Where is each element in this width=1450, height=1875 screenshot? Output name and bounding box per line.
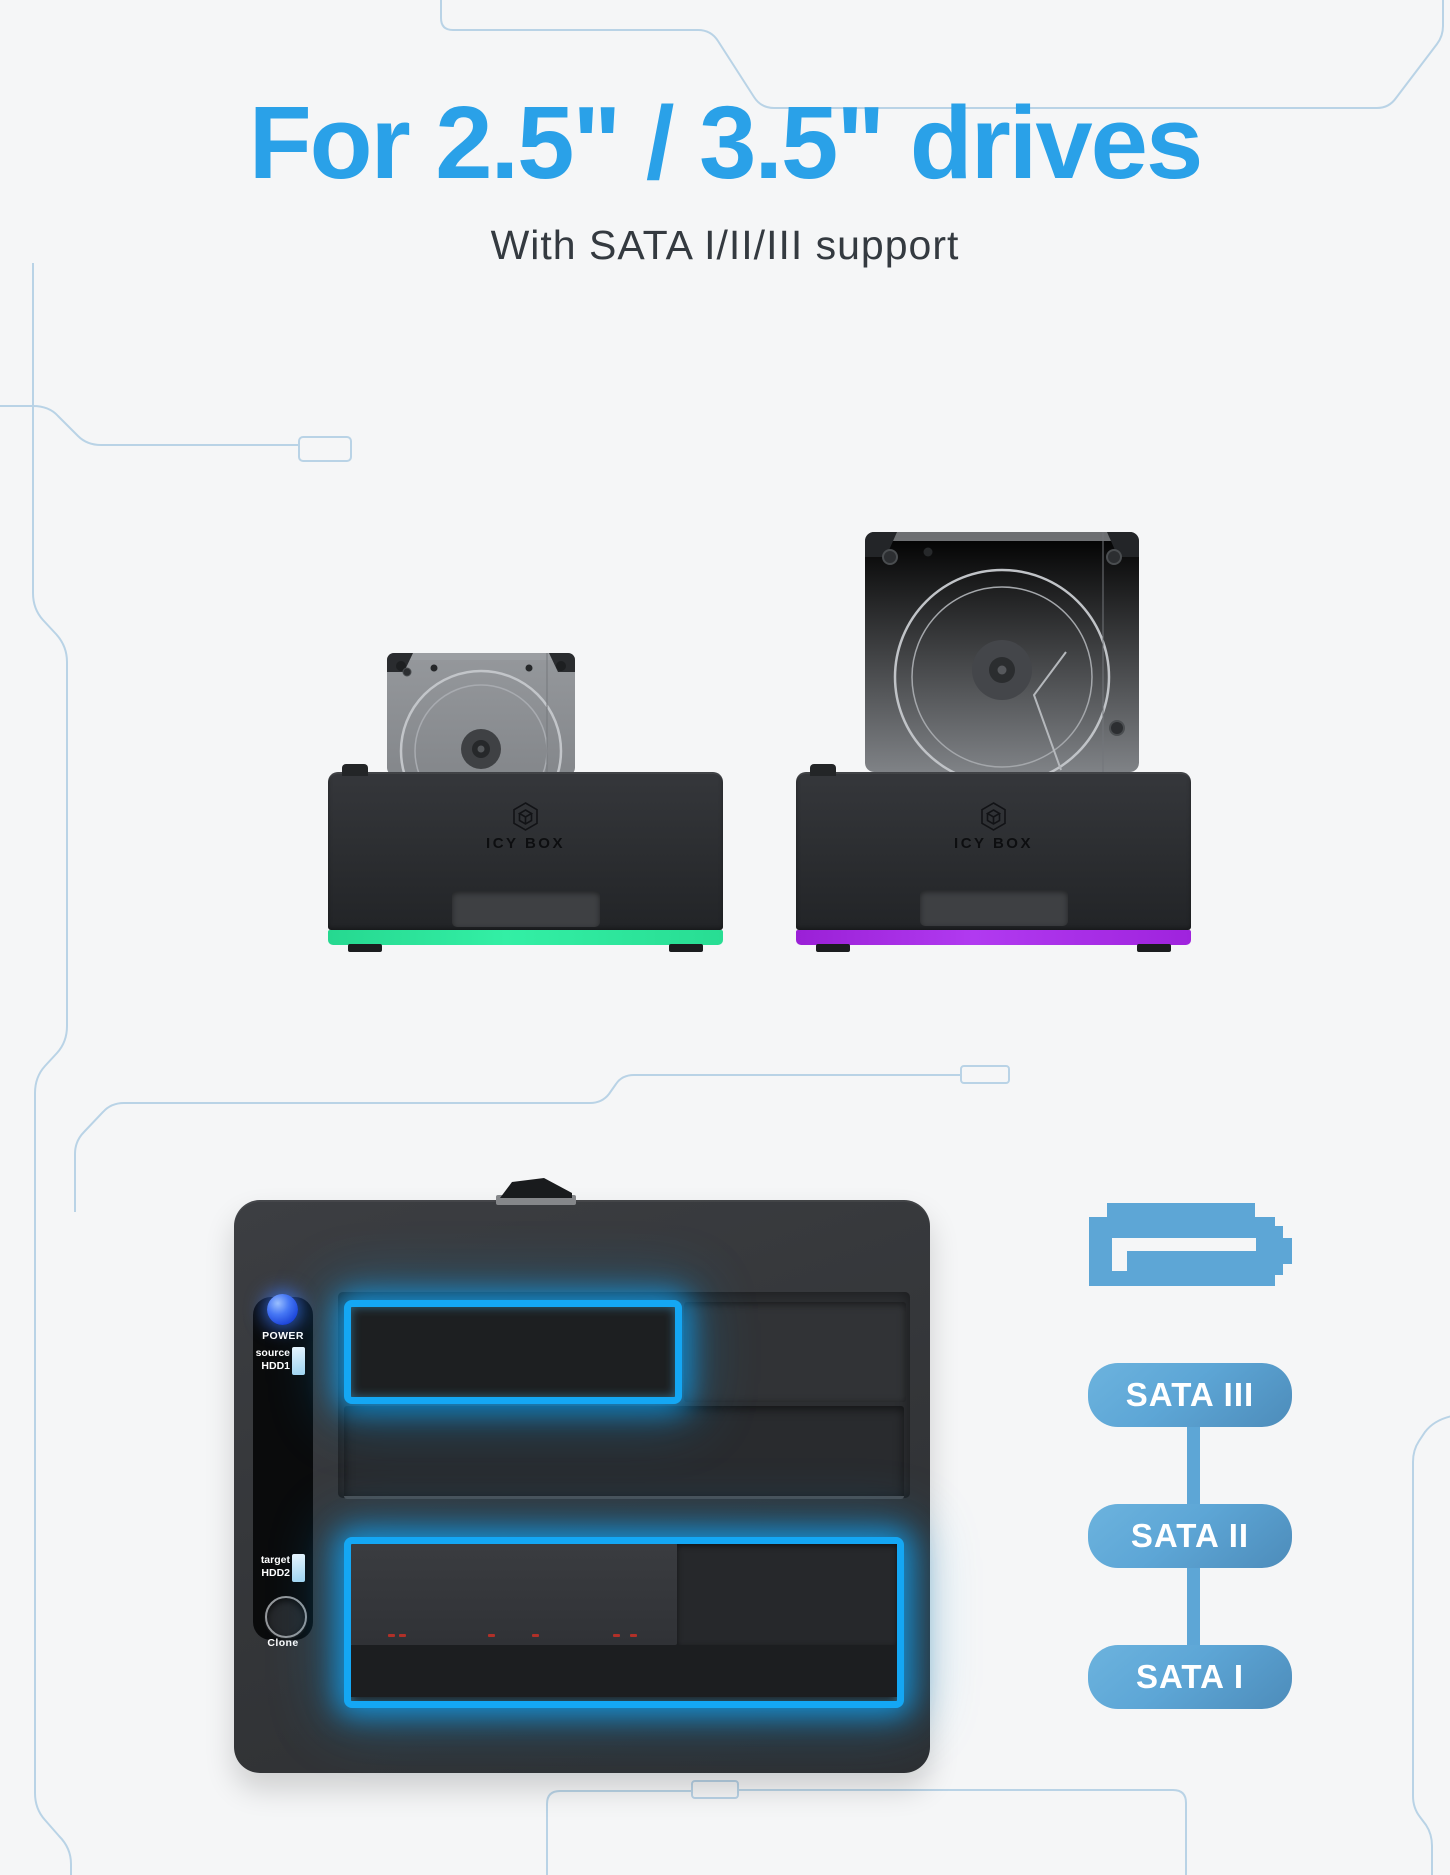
bottom-bay-lid — [351, 1544, 677, 1645]
power-switch — [496, 1178, 576, 1205]
icy-box-cube-icon — [981, 802, 1006, 831]
page-subtitle: With SATA I/II/III support — [490, 222, 960, 268]
dock-25-button — [342, 764, 368, 776]
sata-iii-pill: SATA III — [1088, 1363, 1292, 1427]
docking-station-body: POWER source HDD1 target HDD2 Clone — [234, 1178, 930, 1773]
hdd-25-drive-image — [387, 653, 575, 775]
sata-connector — [1187, 1561, 1200, 1657]
pixel-hdd-icon — [1089, 1203, 1292, 1286]
hdd-35-drive-image — [865, 532, 1139, 772]
icy-box-logo: ICY BOX — [328, 802, 723, 852]
dock-35-recessed-panel — [920, 890, 1068, 926]
status-led — [613, 1634, 620, 1637]
dock-foot — [816, 944, 850, 952]
icy-box-cube-icon — [513, 802, 538, 831]
power-button — [267, 1294, 298, 1325]
power-label: POWER — [262, 1330, 304, 1342]
status-led — [488, 1634, 495, 1637]
status-led — [532, 1634, 539, 1637]
clone-button — [265, 1596, 307, 1638]
page-title: For 2.5" / 3.5" drives — [248, 85, 1204, 200]
dock-foot — [1137, 944, 1171, 952]
dock-35-body: ICY BOX — [796, 764, 1191, 952]
source-led-indicator — [292, 1347, 305, 1375]
dock-25-recessed-panel — [452, 891, 600, 927]
dock-25-body: ICY BOX — [328, 764, 723, 952]
status-led — [630, 1634, 637, 1637]
icy-box-logo-text: ICY BOX — [954, 835, 1033, 852]
dock-35-button — [810, 764, 836, 776]
clone-label: Clone — [267, 1637, 299, 1649]
status-led — [388, 1634, 395, 1637]
top-bay-right-recess — [684, 1302, 906, 1402]
dock-35-led-strip-purple — [796, 930, 1191, 945]
control-panel: POWER source HDD1 target HDD2 Clone — [253, 1294, 313, 1649]
dock-foot — [348, 944, 382, 952]
dock-25-led-strip-green — [328, 930, 723, 945]
sata-i-pill: SATA I — [1088, 1645, 1292, 1709]
status-led — [399, 1634, 406, 1637]
target-led-indicator — [292, 1554, 305, 1582]
top-drive-slot-glow — [344, 1300, 682, 1404]
sata-ii-pill: SATA II — [1088, 1504, 1292, 1568]
icy-box-logo: ICY BOX — [796, 802, 1191, 852]
sata-connector — [1187, 1420, 1200, 1516]
source-hdd1-label: source HDD1 — [255, 1347, 290, 1372]
bottom-bay-floor — [351, 1645, 897, 1697]
icy-box-logo-text: ICY BOX — [486, 835, 565, 852]
top-bay-lower-recess — [344, 1406, 904, 1499]
bottom-bay-right-recess — [677, 1544, 897, 1645]
dock-foot — [669, 944, 703, 952]
target-hdd2-label: target HDD2 — [260, 1554, 290, 1579]
